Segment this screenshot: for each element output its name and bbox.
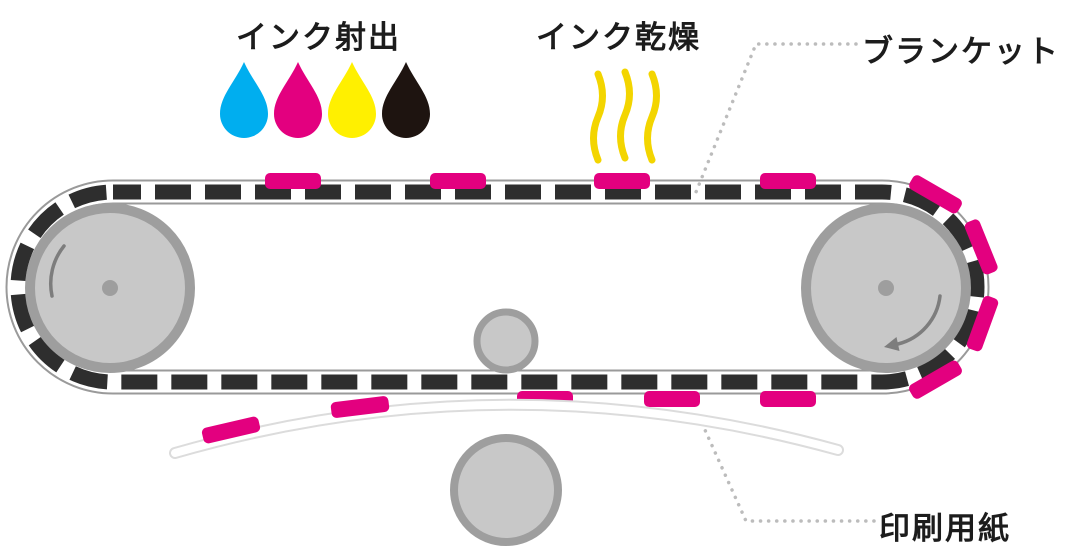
- nip-roller: [473, 308, 539, 374]
- heat-line: [644, 70, 660, 164]
- ink-patch: [201, 416, 261, 444]
- ink-patch: [964, 219, 998, 275]
- ink-patch: [909, 360, 962, 399]
- left-roller-hub: [102, 280, 118, 296]
- impression-roller: [450, 434, 562, 546]
- left-roller-rotation-arc: [48, 244, 66, 298]
- blanket-label: ブランケット: [862, 34, 1060, 69]
- ink-patch: [644, 391, 700, 407]
- ink-patch: [430, 173, 486, 189]
- right-roller-rotation-arc: [896, 294, 942, 346]
- ink-ejection-label: インク射出: [236, 20, 401, 55]
- ink-patch: [760, 391, 816, 407]
- right-roller-hub: [878, 280, 894, 296]
- drying-heat-lines-icon: [590, 68, 660, 164]
- rotation-arrowhead-icon: [884, 337, 900, 351]
- ink-patches-on-paper: [201, 396, 390, 444]
- ink-droplet-black-icon: [382, 62, 430, 138]
- belt-dashes: [10, 184, 985, 390]
- ink-drying-label: インク乾燥: [536, 20, 701, 55]
- printing-paper-sheet: [169, 398, 844, 459]
- ink-droplet-cyan-icon: [220, 62, 268, 138]
- ink-patch: [265, 173, 321, 189]
- ink-droplet-yellow-icon: [328, 62, 376, 138]
- paper-surface: [171, 400, 842, 457]
- ink-patch: [966, 295, 999, 352]
- ink-patches-on-blanket: [265, 173, 999, 407]
- ink-patch: [594, 173, 650, 189]
- heat-line: [617, 68, 633, 162]
- left-roller: [25, 203, 195, 373]
- paper-leader-line: [703, 428, 876, 523]
- ink-patch: [760, 173, 816, 189]
- heat-line: [590, 70, 606, 164]
- ink-droplets: [220, 62, 430, 138]
- ink-patch: [909, 175, 962, 214]
- blanket-leader-line: [692, 42, 858, 199]
- ink-droplet-magenta-icon: [274, 62, 322, 138]
- ink-patch: [330, 396, 390, 418]
- right-roller: [801, 203, 971, 373]
- printing-paper-label: 印刷用紙: [879, 511, 1011, 546]
- blanket-belt: [5, 179, 990, 395]
